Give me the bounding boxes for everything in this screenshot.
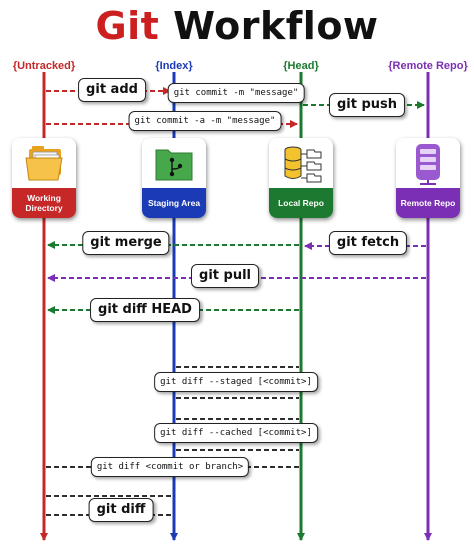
cmd-git-push: git push [328, 93, 406, 117]
cmd-git-diff-staged: git diff --staged [<commit>] [154, 372, 318, 392]
lane-label-untracked: {Untracked} [12, 60, 76, 72]
card-local-repo: Local Repo [269, 138, 333, 218]
cmd-git-diff-commit-or-branch: git diff <commit or branch> [90, 457, 250, 477]
server-icon [416, 144, 440, 185]
lane-label-remote: {Remote Repo} [388, 60, 468, 72]
diagram-title: Git Workflow [0, 4, 474, 48]
title-git: Git [95, 4, 160, 48]
cmd-git-pull: git pull [191, 264, 259, 288]
cmd-git-diff-head: git diff HEAD [90, 298, 200, 322]
cmd-git-add: git add [78, 78, 146, 102]
card-remote-repo: Remote Repo [396, 138, 460, 218]
card-label-working-directory: Working Directory [12, 188, 76, 218]
cmd-git-commit-a-m: git commit -a -m "message" [128, 111, 282, 131]
lane-label-index: {Index} [155, 60, 193, 72]
card-label-remote-repo: Remote Repo [396, 188, 460, 218]
cmd-git-fetch: git fetch [328, 231, 408, 255]
card-staging-area: Staging Area [142, 138, 206, 218]
branch-folder-icon [155, 149, 193, 181]
cmd-git-diff-cached: git diff --cached [<commit>] [154, 423, 318, 443]
cmd-git-commit-m: git commit -m "message" [167, 83, 305, 103]
cmd-git-merge: git merge [82, 231, 170, 255]
card-working-directory: Working Directory [12, 138, 76, 218]
card-label-local-repo: Local Repo [269, 188, 333, 218]
title-workflow: Workflow [173, 4, 379, 48]
cmd-git-diff: git diff [88, 498, 154, 522]
lane-label-head: {Head} [283, 60, 319, 72]
folder-icon [25, 146, 63, 181]
database-folders-icon [284, 146, 322, 183]
card-label-staging-area: Staging Area [142, 188, 206, 218]
